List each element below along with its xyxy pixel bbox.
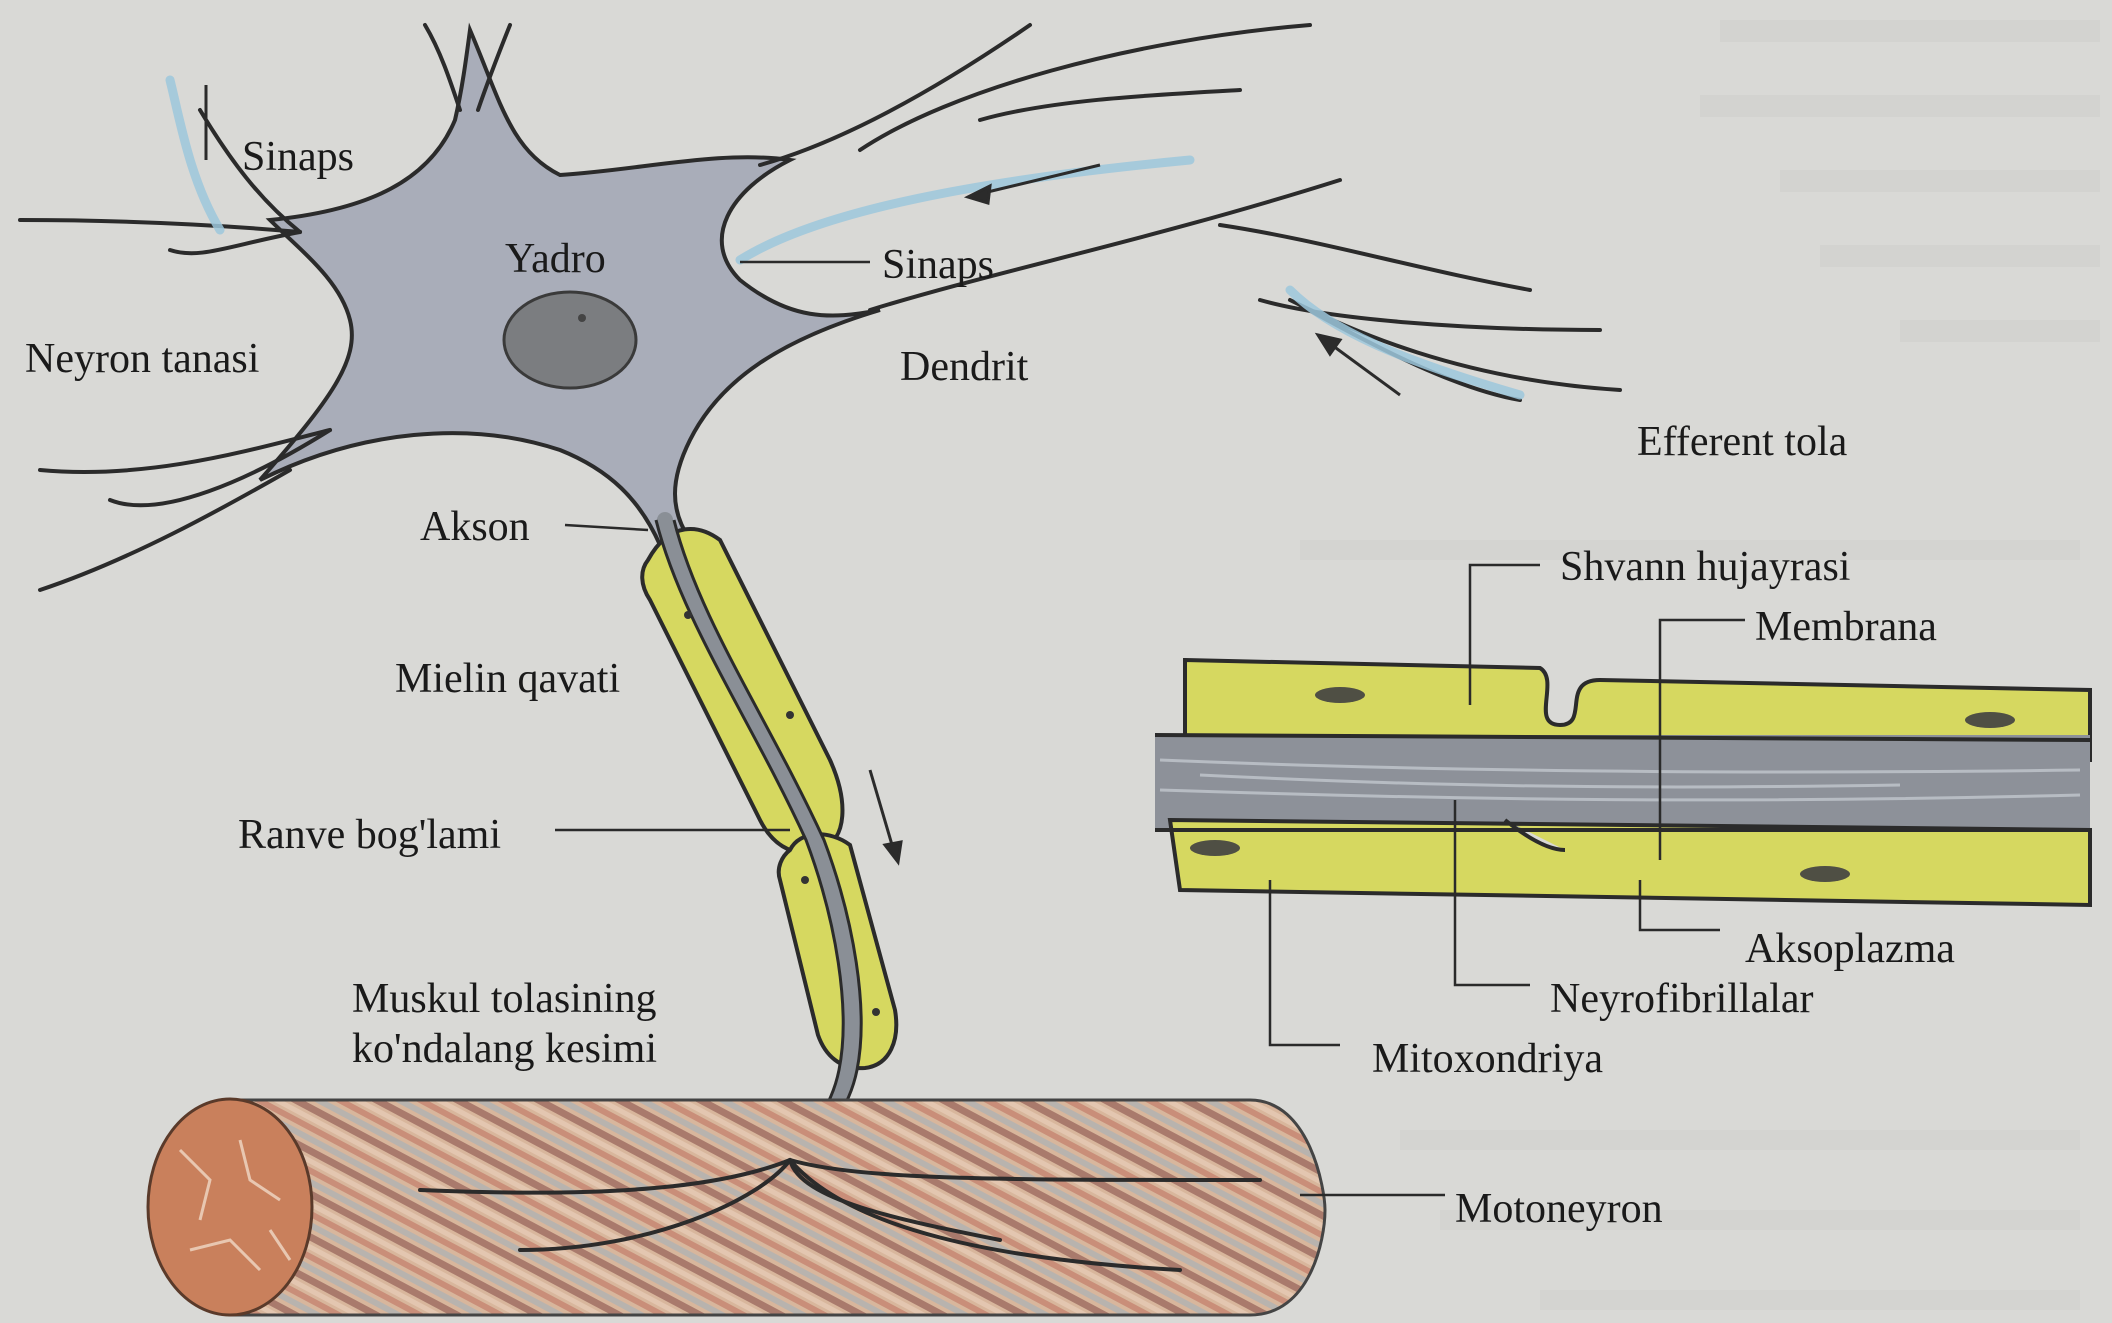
label-muskul-line2: ko'ndalang kesimi [352,1026,657,1072]
label-ranve-boglami: Ranve bog'lami [238,812,501,858]
label-membrana: Membrana [1755,604,1937,650]
label-sinaps-left: Sinaps [242,134,354,180]
label-motoneyron: Motoneyron [1455,1186,1663,1232]
label-aksoplazma: Aksoplazma [1745,926,1955,972]
fiber-detail [1155,660,2090,905]
label-yadro: Yadro [505,236,606,282]
muscle-cross-section [148,1099,312,1315]
label-efferent-tola: Efferent tola [1637,419,1848,465]
label-neyron-tanasi: Neyron tanasi [25,336,259,382]
axoplasm-band [1155,735,2090,830]
label-akson: Akson [420,504,530,550]
label-neyrofibrillalar: Neyrofibrillalar [1550,976,1814,1022]
schwann-lower [1170,820,2090,905]
label-dendrit: Dendrit [900,344,1029,390]
muscle-fiber [148,1099,1325,1315]
label-muskul-line1: Muskul tolasining [352,976,657,1022]
cell-body [260,30,880,545]
dendrites [20,25,1620,590]
label-mielin-qavati: Mielin qavati [395,656,620,702]
label-mitoxondriya: Mitoxondriya [1372,1036,1603,1082]
label-shvann-hujayrasi: Shvann hujayrasi [1560,544,1850,590]
label-sinaps-right: Sinaps [882,242,994,288]
nucleus [504,292,636,388]
